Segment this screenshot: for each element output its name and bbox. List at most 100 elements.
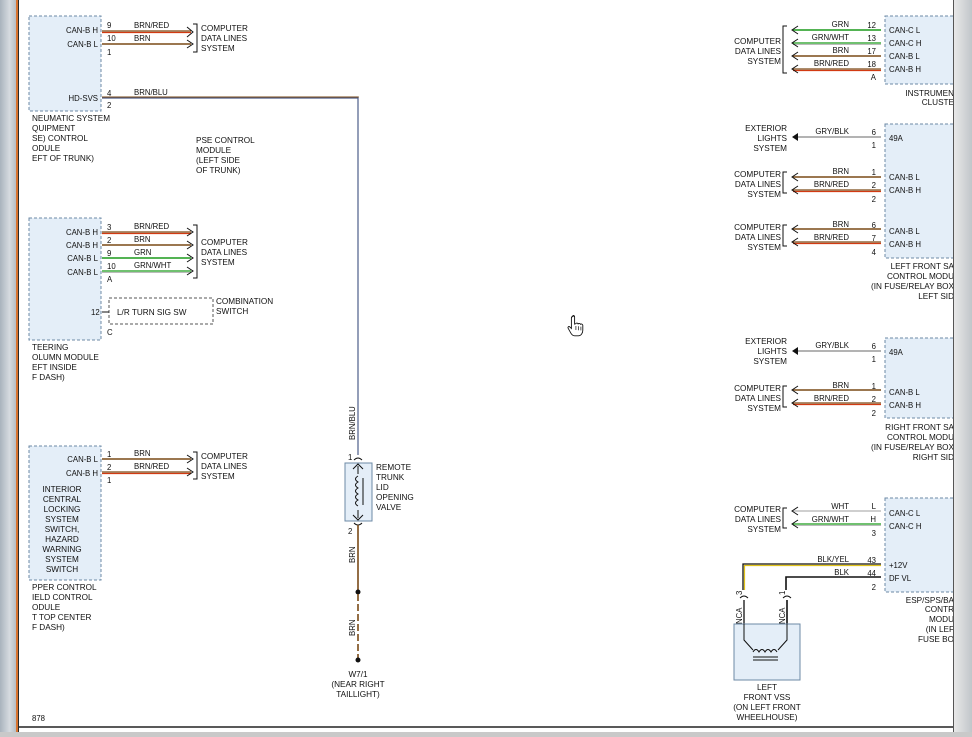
svg-text:CAN-B H: CAN-B H (66, 228, 98, 237)
svg-text:BRN/RED: BRN/RED (814, 233, 849, 242)
svg-text:NCA: NCA (778, 607, 787, 624)
svg-text:GRN: GRN (832, 20, 849, 29)
svg-text:SYSTEM: SYSTEM (753, 144, 787, 153)
svg-text:ODULE: ODULE (32, 144, 61, 153)
svg-text:GRN/WHT: GRN/WHT (812, 33, 849, 42)
svg-text:BLK: BLK (834, 568, 850, 577)
left-m3-inner-label: INTERIOR CENTRAL LOCKING SYSTEM SWITCH, … (42, 485, 81, 574)
svg-text:SYSTEM: SYSTEM (201, 472, 235, 481)
svg-text:COMPUTER: COMPUTER (201, 452, 248, 461)
svg-text:GRN/WHT: GRN/WHT (812, 515, 849, 524)
svg-text:T TOP CENTER: T TOP CENTER (32, 613, 92, 622)
svg-text:+12V: +12V (889, 561, 908, 570)
svg-text:BRN/BLU: BRN/BLU (348, 406, 357, 440)
svg-text:LID: LID (376, 483, 389, 492)
left-front-vss-sensor: 3 1 NCA NCA LEFT FRONT VSS (ON LEFT FRON… (733, 591, 801, 722)
svg-text:BRN/RED: BRN/RED (134, 21, 169, 30)
svg-text:VALVE: VALVE (376, 503, 402, 512)
svg-text:2: 2 (872, 195, 876, 204)
svg-text:OF TRUNK): OF TRUNK) (196, 166, 241, 175)
svg-text:SYSTEM: SYSTEM (747, 190, 781, 199)
svg-text:BRN: BRN (348, 547, 357, 563)
svg-text:SWITCH: SWITCH (46, 565, 78, 574)
svg-text:CAN-B L: CAN-B L (67, 40, 98, 49)
svg-text:CONTR: CONTR (925, 605, 954, 614)
svg-text:6: 6 (872, 128, 876, 137)
svg-text:CAN-C H: CAN-C H (889, 522, 922, 531)
svg-text:LEFT FRONT SA: LEFT FRONT SA (891, 262, 954, 271)
svg-text:RIGHT SID: RIGHT SID (913, 453, 954, 462)
svg-text:CAN-B L: CAN-B L (889, 388, 920, 397)
svg-text:LEFT: LEFT (757, 683, 777, 692)
svg-text:COMPUTER: COMPUTER (201, 238, 248, 247)
svg-text:1: 1 (107, 48, 111, 57)
svg-text:1: 1 (872, 382, 876, 391)
svg-text:2: 2 (872, 409, 876, 418)
svg-text:SYSTEM: SYSTEM (753, 357, 787, 366)
svg-text:10: 10 (107, 262, 116, 271)
svg-text:CAN-B H: CAN-B H (66, 26, 98, 35)
svg-text:43: 43 (867, 556, 876, 565)
svg-text:NCA: NCA (735, 607, 744, 624)
svg-text:IELD CONTROL: IELD CONTROL (32, 593, 93, 602)
svg-text:BRN/RED: BRN/RED (814, 394, 849, 403)
svg-text:BRN/BLU: BRN/BLU (134, 88, 168, 97)
svg-text:(LEFT SIDE: (LEFT SIDE (196, 156, 241, 165)
svg-text:SE) CONTROL: SE) CONTROL (32, 134, 88, 143)
svg-text:DATA LINES: DATA LINES (735, 394, 782, 403)
svg-text:CAN-B H: CAN-B H (889, 240, 921, 249)
svg-text:9: 9 (107, 21, 111, 30)
svg-text:INTERIOR: INTERIOR (42, 485, 81, 494)
svg-text:1: 1 (778, 591, 787, 595)
svg-text:CONTROL MODU: CONTROL MODU (887, 272, 954, 281)
svg-text:ODULE: ODULE (32, 603, 61, 612)
svg-text:LOCKING: LOCKING (44, 505, 81, 514)
svg-text:SWITCH,: SWITCH, (45, 525, 80, 534)
svg-text:9: 9 (107, 249, 111, 258)
svg-text:C: C (107, 328, 113, 337)
svg-text:LIGHTS: LIGHTS (757, 134, 787, 143)
svg-text:QUIPMENT: QUIPMENT (32, 124, 75, 133)
svg-text:2: 2 (107, 463, 111, 472)
svg-text:2: 2 (348, 527, 352, 536)
svg-text:17: 17 (867, 47, 876, 56)
svg-text:6: 6 (872, 342, 876, 351)
svg-text:DATA LINES: DATA LINES (735, 515, 782, 524)
svg-text:SYSTEM: SYSTEM (747, 57, 781, 66)
svg-text:PPER CONTROL: PPER CONTROL (32, 583, 97, 592)
svg-text:RIGHT FRONT SA: RIGHT FRONT SA (885, 423, 954, 432)
svg-text:(ON LEFT FRONT: (ON LEFT FRONT (733, 703, 801, 712)
svg-text:L/R TURN SIG SW: L/R TURN SIG SW (117, 308, 187, 317)
left-module-2-steering-column: CAN-B H CAN-B H CAN-B L CAN-B L 3 BRN/RE… (28, 217, 273, 382)
left-m1-wire-brn: 10 BRN (102, 34, 191, 45)
hd-svs-wire: 4 BRN/BLU 2 (102, 88, 359, 455)
svg-text:2: 2 (872, 181, 876, 190)
svg-text:MODULE: MODULE (196, 146, 232, 155)
svg-text:18: 18 (867, 60, 876, 69)
svg-text:SYSTEM: SYSTEM (201, 258, 235, 267)
svg-text:EXTERIOR: EXTERIOR (745, 337, 787, 346)
svg-text:BRN/RED: BRN/RED (134, 462, 169, 471)
svg-text:CAN-B L: CAN-B L (889, 227, 920, 236)
svg-text:COMBINATION: COMBINATION (216, 297, 273, 306)
svg-text:FUSE BO: FUSE BO (918, 635, 954, 644)
svg-text:COMPUTER: COMPUTER (734, 37, 781, 46)
window-frame-right (953, 0, 972, 732)
svg-text:PSE CONTROL: PSE CONTROL (196, 136, 255, 145)
svg-text:3: 3 (735, 591, 744, 595)
svg-text:DATA LINES: DATA LINES (735, 180, 782, 189)
left-module-1: CAN-B H CAN-B L HD-SVS NEUMATIC SYSTEM Q… (28, 15, 359, 455)
svg-text:1: 1 (872, 355, 876, 364)
pse-control-module-label: PSE CONTROL MODULE (LEFT SIDE OF TRUNK) (196, 136, 255, 175)
svg-text:REMOTE: REMOTE (376, 463, 412, 472)
svg-text:CAN-B H: CAN-B H (889, 186, 921, 195)
svg-text:1: 1 (107, 476, 111, 485)
diagram-viewport[interactable]: 878 CAN-B H CAN-B L HD-SVS NEUMATIC SYST… (18, 0, 961, 732)
svg-text:3: 3 (872, 529, 876, 538)
svg-text:F DASH): F DASH) (32, 373, 65, 382)
right-front-sam-module: EXTERIOR LIGHTS SYSTEM GRY/BLK 6 1 49A C… (734, 337, 961, 462)
svg-text:(IN FUSE/RELAY BOX: (IN FUSE/RELAY BOX (871, 282, 954, 291)
svg-text:3: 3 (107, 223, 111, 232)
svg-text:CAN-B H: CAN-B H (889, 65, 921, 74)
svg-text:CAN-B L: CAN-B L (67, 455, 98, 464)
